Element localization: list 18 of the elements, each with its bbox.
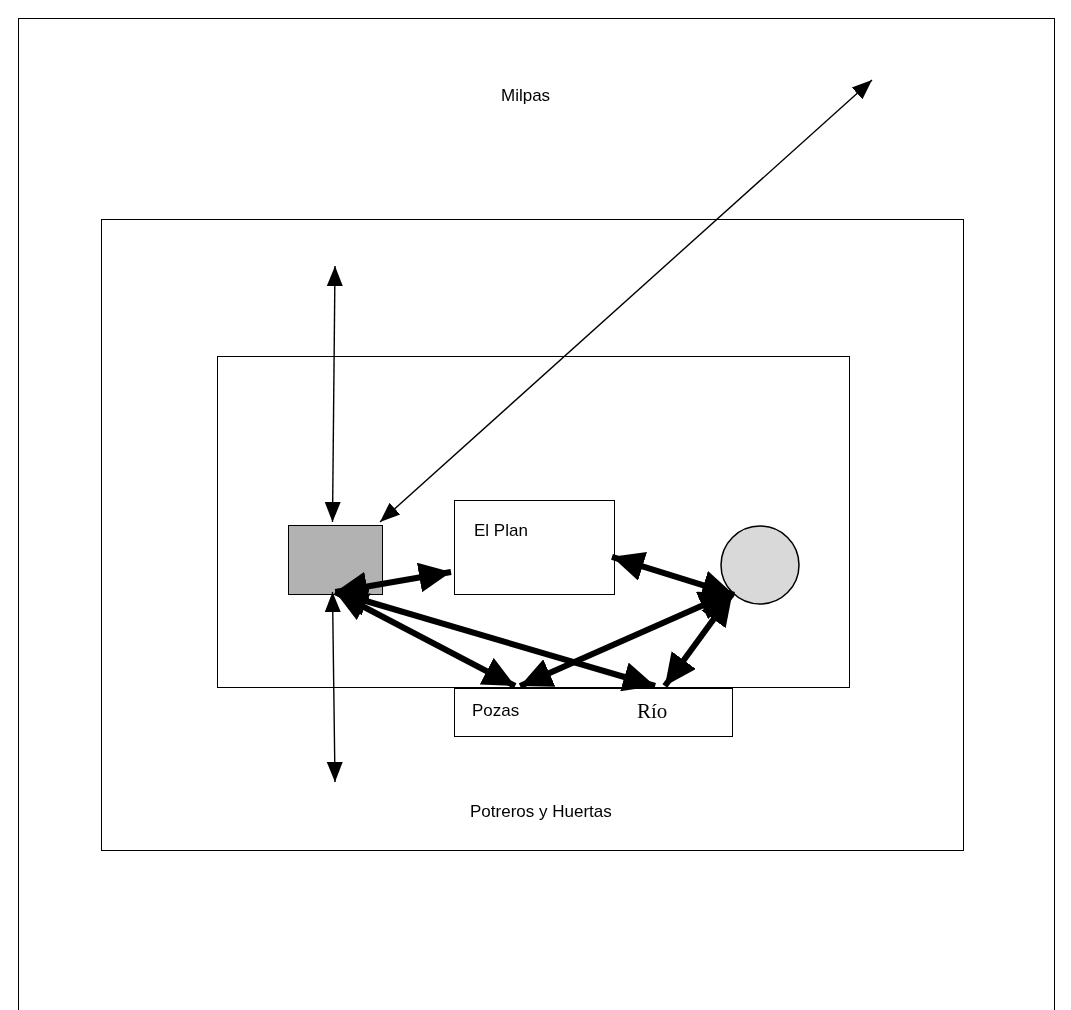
area-label: Pozas <box>472 701 520 721</box>
zone-label: Potreros y Huertas <box>470 802 612 822</box>
area-box <box>454 688 733 737</box>
area-label: Río <box>637 699 668 724</box>
double-arrow <box>334 562 452 602</box>
zone-box <box>217 356 850 688</box>
double-arrow <box>334 586 656 692</box>
area-box <box>454 500 615 595</box>
frame <box>18 18 1055 1010</box>
double-arrow <box>324 591 343 783</box>
zone-label: Milpas <box>501 86 551 106</box>
zone-box <box>101 219 964 851</box>
double-arrow <box>518 589 733 689</box>
double-arrow <box>379 79 873 523</box>
double-arrow <box>324 265 343 523</box>
circle <box>720 525 800 605</box>
area-label: El Plan <box>474 521 528 541</box>
filled-rectangle <box>288 525 383 595</box>
